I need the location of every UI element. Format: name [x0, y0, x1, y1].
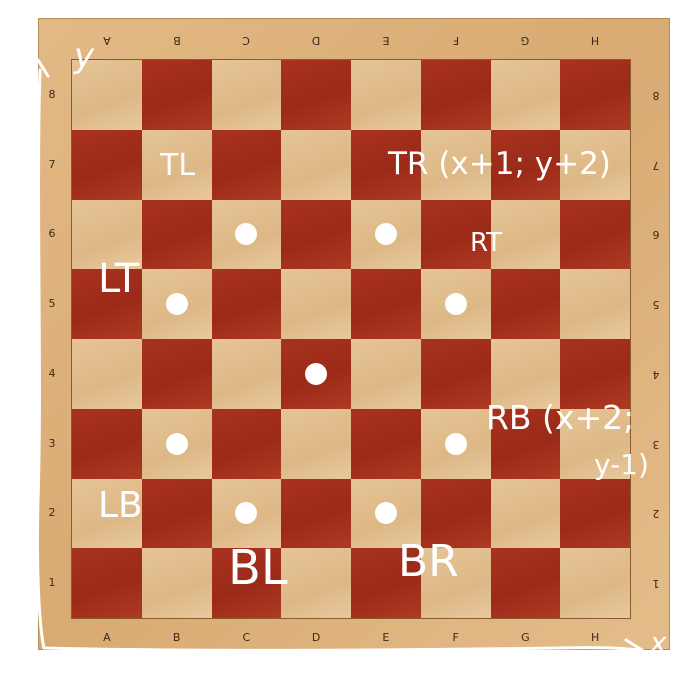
square-f6	[420, 199, 491, 270]
square-c4	[211, 339, 282, 409]
chessboard	[72, 60, 630, 618]
move-dot-e6	[374, 223, 397, 246]
square-b2	[141, 478, 212, 549]
square-e4	[351, 339, 421, 409]
file-label-bottom-e: E	[382, 631, 390, 644]
knight-origin-dot	[305, 362, 328, 385]
square-h5	[560, 269, 630, 339]
square-c3	[211, 408, 282, 479]
square-a7	[72, 129, 142, 200]
square-b6	[141, 199, 212, 270]
square-e5	[351, 269, 421, 339]
move-dot-e2	[374, 502, 397, 525]
rank-label-left-1: 1	[48, 576, 56, 590]
square-g7	[490, 129, 561, 200]
square-f8	[420, 60, 491, 130]
file-label-bottom-f: F	[452, 631, 459, 644]
file-label-bottom-a: A	[103, 631, 111, 644]
y-axis-label: y	[74, 36, 95, 76]
square-a2	[72, 478, 142, 549]
square-d6	[281, 199, 351, 270]
square-b8	[141, 60, 212, 130]
square-b7	[141, 129, 212, 200]
label-rt: RT	[470, 228, 503, 258]
square-c7	[211, 129, 282, 200]
square-f1	[420, 548, 491, 618]
square-h3	[560, 408, 630, 479]
move-dot-c2	[235, 502, 258, 525]
square-b1	[141, 548, 212, 618]
rank-label-left-5: 5	[48, 297, 56, 311]
y-axis-line	[35, 68, 46, 650]
square-g6	[490, 199, 561, 270]
square-d7	[281, 129, 351, 200]
square-a5	[72, 269, 142, 339]
square-g2	[490, 478, 561, 549]
square-e8	[351, 60, 421, 130]
file-label-bottom-b: B	[172, 631, 181, 644]
move-dot-b3	[165, 432, 188, 455]
label-lb: LB	[98, 485, 143, 526]
square-b4	[141, 339, 212, 409]
square-e1	[351, 548, 421, 618]
square-g8	[490, 60, 561, 130]
square-d1	[281, 548, 351, 618]
square-h2	[560, 478, 630, 549]
square-h8	[560, 60, 630, 130]
square-g4	[490, 339, 561, 409]
y-axis-arrow	[28, 58, 50, 80]
square-d8	[281, 60, 351, 130]
file-label-bottom-c: C	[242, 631, 251, 644]
label-br: BR	[398, 536, 459, 587]
square-h4	[560, 339, 630, 409]
square-h1	[560, 548, 630, 618]
square-a3	[72, 408, 142, 479]
square-g1	[490, 548, 561, 618]
rank-label-left-6: 6	[48, 227, 56, 241]
square-c1	[211, 548, 282, 618]
square-c8	[211, 60, 282, 130]
label-tl: TL	[160, 148, 196, 183]
label-tr: TR (x+1; y+2)	[388, 146, 611, 182]
file-label-bottom-h: H	[590, 631, 600, 644]
square-a6	[72, 199, 142, 270]
label-bl: BL	[228, 540, 288, 596]
rank-label-left-4: 4	[48, 366, 56, 380]
move-dot-f5	[444, 293, 467, 316]
square-a8	[72, 60, 142, 130]
square-d5	[281, 269, 351, 339]
rank-label-left-8: 8	[48, 87, 56, 101]
square-g3	[490, 408, 561, 479]
square-g5	[490, 269, 561, 339]
square-c5	[211, 269, 282, 339]
move-dot-c6	[235, 223, 258, 246]
square-f4	[420, 339, 491, 409]
square-a4	[72, 339, 142, 409]
file-label-bottom-g: G	[521, 631, 530, 644]
x-axis-line	[42, 646, 642, 652]
rank-label-left-2: 2	[48, 506, 56, 520]
square-d3	[281, 408, 351, 479]
x-axis-label: x	[650, 626, 667, 659]
square-h7	[560, 129, 630, 200]
square-e3	[351, 408, 421, 479]
square-h6	[560, 199, 630, 270]
square-d2	[281, 478, 351, 549]
square-f7	[420, 129, 491, 200]
move-dot-f3	[444, 432, 467, 455]
square-e7	[351, 129, 421, 200]
square-a1	[72, 548, 142, 618]
move-dot-b5	[165, 293, 188, 316]
rank-label-left-7: 7	[48, 157, 56, 171]
square-f2	[420, 478, 491, 549]
label-lt: LT	[98, 256, 140, 302]
rank-label-left-3: 3	[48, 436, 56, 450]
file-label-bottom-d: D	[311, 631, 321, 644]
label-rb-line1: RB (x+2;	[486, 398, 635, 437]
label-rb-line2: y-1)	[594, 448, 649, 481]
x-axis-arrow	[622, 638, 644, 662]
